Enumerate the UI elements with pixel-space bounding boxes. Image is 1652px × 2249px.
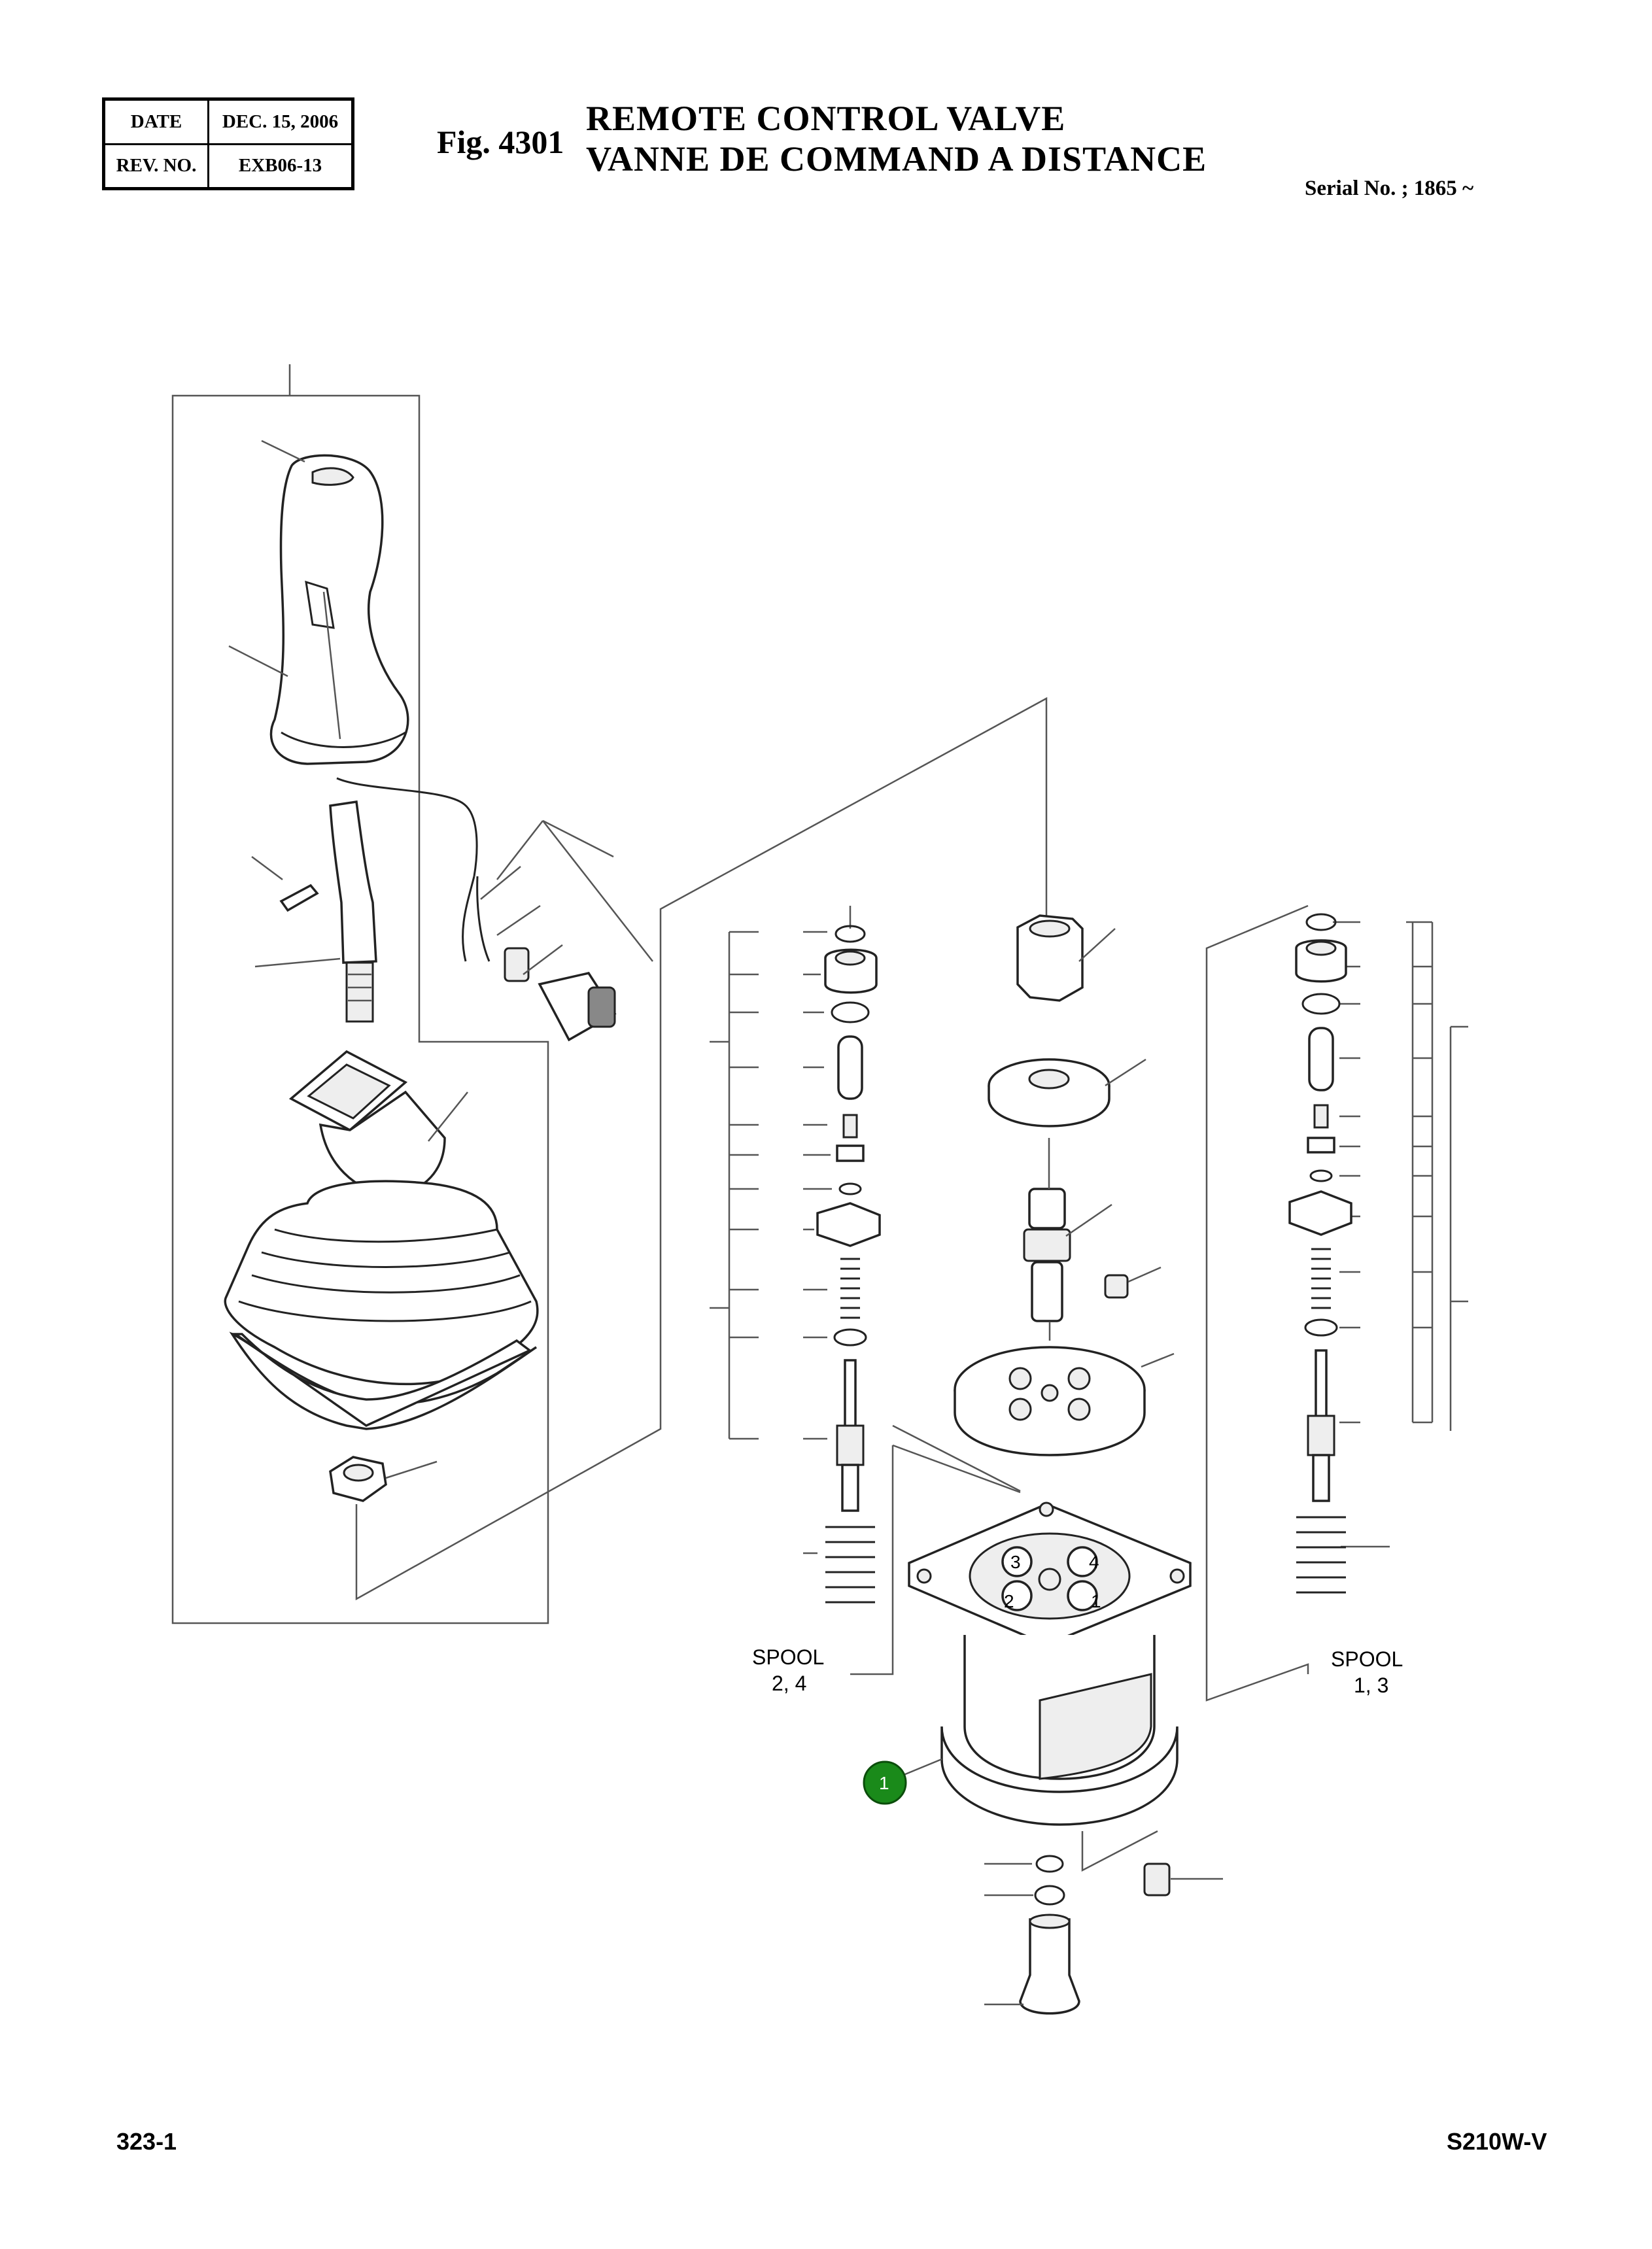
rev-value: EXB06-13 [207, 143, 354, 190]
revision-table: DATE DEC. 15, 2006 REV. NO. EXB06-13 [102, 97, 354, 190]
joystick-grip [228, 439, 409, 765]
port-label-4: 4 [1089, 1552, 1099, 1572]
figure-number: Fig. 4301 [437, 124, 564, 160]
spool-1-3-column: SPOOL 1, 3 [1205, 904, 1468, 1702]
plate [954, 1322, 1175, 1456]
model-number: S210W-V [1447, 2128, 1547, 2155]
lever-shaft [251, 800, 377, 1023]
title-french: VANNE DE COMMAND A DISTANCE [586, 139, 1207, 179]
spool-2-4-column: SPOOL 2, 4 [710, 906, 1021, 1695]
hex-nut [329, 696, 1048, 1601]
handle-group-boundary [171, 364, 549, 1624]
page-number: 323-1 [116, 2128, 177, 2155]
port-label-2: 2 [1004, 1591, 1014, 1611]
serial-number: Serial No. ; 1865 ~ [1305, 177, 1474, 200]
callout-1-label: 1 [879, 1773, 889, 1793]
title-english: REMOTE CONTROL VALVE [586, 99, 1066, 138]
spool-right-numbers: 1, 3 [1354, 1674, 1388, 1697]
rubber-boot [224, 1050, 539, 1430]
bottom-parts [984, 1830, 1223, 2015]
spool-left-label: SPOOL [752, 1645, 824, 1669]
spool-left-numbers: 2, 4 [772, 1672, 806, 1695]
adjusting-nut [1016, 914, 1116, 1002]
port-label-1: 1 [1091, 1591, 1101, 1611]
port-label-3: 3 [1010, 1552, 1021, 1572]
valve-casing: 3 4 2 1 [886, 1502, 1192, 1826]
joint-shaft [1023, 1138, 1112, 1322]
date-label: DATE [102, 98, 210, 145]
wire-harness [336, 777, 653, 1042]
spool-right-label: SPOOL [1331, 1647, 1403, 1671]
swash-plate [988, 1058, 1146, 1127]
set-screw [1104, 1266, 1162, 1299]
callout-1[interactable]: 1 [863, 1760, 907, 1805]
rev-label: REV. NO. [102, 143, 210, 190]
date-value: DEC. 15, 2006 [207, 98, 354, 145]
